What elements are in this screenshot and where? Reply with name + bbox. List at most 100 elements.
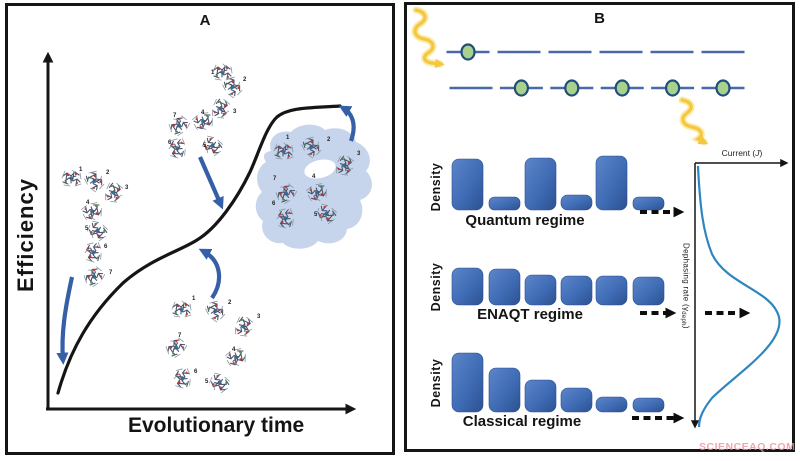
molecule-number: 7 [273,176,277,182]
chain-row-2 [449,79,745,97]
transition-arrow-down-left [56,276,75,365]
transition-arrow-ring-up [198,248,222,300]
panel-b-canvas [411,6,789,429]
exciton-site [513,79,530,97]
molecule-glyph [83,241,103,264]
molecule-glyph [171,300,192,318]
exciton-site [614,79,630,97]
molecule-number: 7 [173,113,177,119]
density-block [524,379,557,413]
density-block [632,276,665,306]
efficiency-curve [56,104,342,395]
molecule-number: 6 [168,140,172,146]
density-block [488,196,521,211]
molecule-number: 1 [79,167,83,173]
molecule-number: 3 [233,109,237,115]
molecule-number: 5 [203,143,207,149]
density-block [560,387,593,413]
molecule-glyph [224,346,249,370]
molecule-glyph [80,200,105,224]
y-axis-label: Efficiency [13,178,38,292]
molecule-number: 3 [125,185,129,191]
density-block [524,157,557,211]
transition-arrow-top-right [338,105,356,142]
exciton-site [564,79,580,97]
molecule-number: 3 [257,314,261,320]
molecule-number: 2 [327,137,331,143]
density-block [560,275,593,306]
molecule-number: 2 [243,77,247,83]
x-axis-label: Evolutionary time [128,414,305,437]
molecule-group-aggregated-ensemble: 1 2 3 4 5 6 7 [272,133,361,230]
panel-a-canvas: 1 2 3 4 5 6 7 1 2 3 4 5 6 7 1 2 3 4 5 6 7 1 2 3 4 5 6 7 [42,51,372,415]
density-block [524,274,557,306]
density-block [451,158,484,211]
enaqt-regime-label: ENAQT regime [477,306,583,323]
density-block [451,352,484,413]
panel-b-title: B [594,10,605,27]
molecule-glyph [84,218,111,244]
density-label-quantum: Density [429,162,443,212]
molecule-glyph [165,112,192,139]
molecule-number: 6 [194,369,198,375]
molecule-glyph [172,367,192,390]
density-blocks-enaqt [451,267,665,306]
exciton-site [460,43,476,61]
quantum-regime-label: Quantum regime [465,212,585,229]
density-block [595,155,628,211]
molecule-glyph [80,263,107,290]
molecule-glyph [206,370,233,396]
watermark: SCIENCEAQ.COM [699,441,796,453]
exciton-site [715,79,731,97]
molecule-number: 6 [272,201,276,207]
current-vs-dephasing-curve [696,165,781,428]
molecule-number: 7 [178,333,182,339]
molecule-number: 2 [228,300,232,306]
molecule-glyph [162,334,189,361]
molecule-glyph [82,167,108,194]
molecule-glyph [233,314,255,339]
density-block [632,397,665,413]
density-block [632,196,665,211]
density-blocks-quantum [451,155,665,211]
density-block [488,268,521,306]
density-block [451,267,484,306]
density-blocks-classical [451,352,665,413]
molecule-number: 5 [205,379,209,385]
photon-arrow-in [411,6,445,69]
molecule-number: 1 [192,296,196,302]
molecule-number: 2 [106,170,110,176]
molecule-number: 6 [104,244,108,250]
molecule-number: 4 [201,110,205,116]
exciton-site [665,79,681,97]
molecule-group-upper-ensemble: 1 2 3 4 5 6 7 [165,63,247,160]
chain-row-1 [446,43,745,61]
molecule-number: 3 [357,151,361,157]
current-axis-label: Current (J) [721,148,763,158]
molecule-number: 7 [109,270,113,276]
density-block [560,194,593,211]
molecule-number: 4 [86,200,90,206]
aggregation-blob [255,124,372,249]
density-block [595,275,628,306]
molecule-number: 1 [211,70,215,76]
molecule-number: 4 [312,174,316,180]
dephasing-axis-label: Dephasing rate (γdeph) [680,243,691,329]
molecule-glyph [210,96,232,121]
photon-arrow-out [678,96,709,146]
density-block [595,396,628,413]
classical-regime-label: Classical regime [462,413,582,430]
molecule-group-left-ensemble: 1 2 3 4 5 6 7 [61,167,129,290]
molecule-number: 5 [85,226,89,232]
molecule-glyph [212,63,233,81]
molecule-glyph [220,73,246,100]
molecule-number: 4 [232,347,236,353]
density-block [488,367,521,413]
blob-hole [304,159,336,179]
molecule-number: 5 [314,212,318,218]
molecule-group-ring-ensemble: 1 2 3 4 5 6 7 [162,296,261,396]
molecule-number: 1 [286,135,290,141]
density-label-enaqt: Density [429,262,443,312]
molecule-glyph [103,180,125,205]
